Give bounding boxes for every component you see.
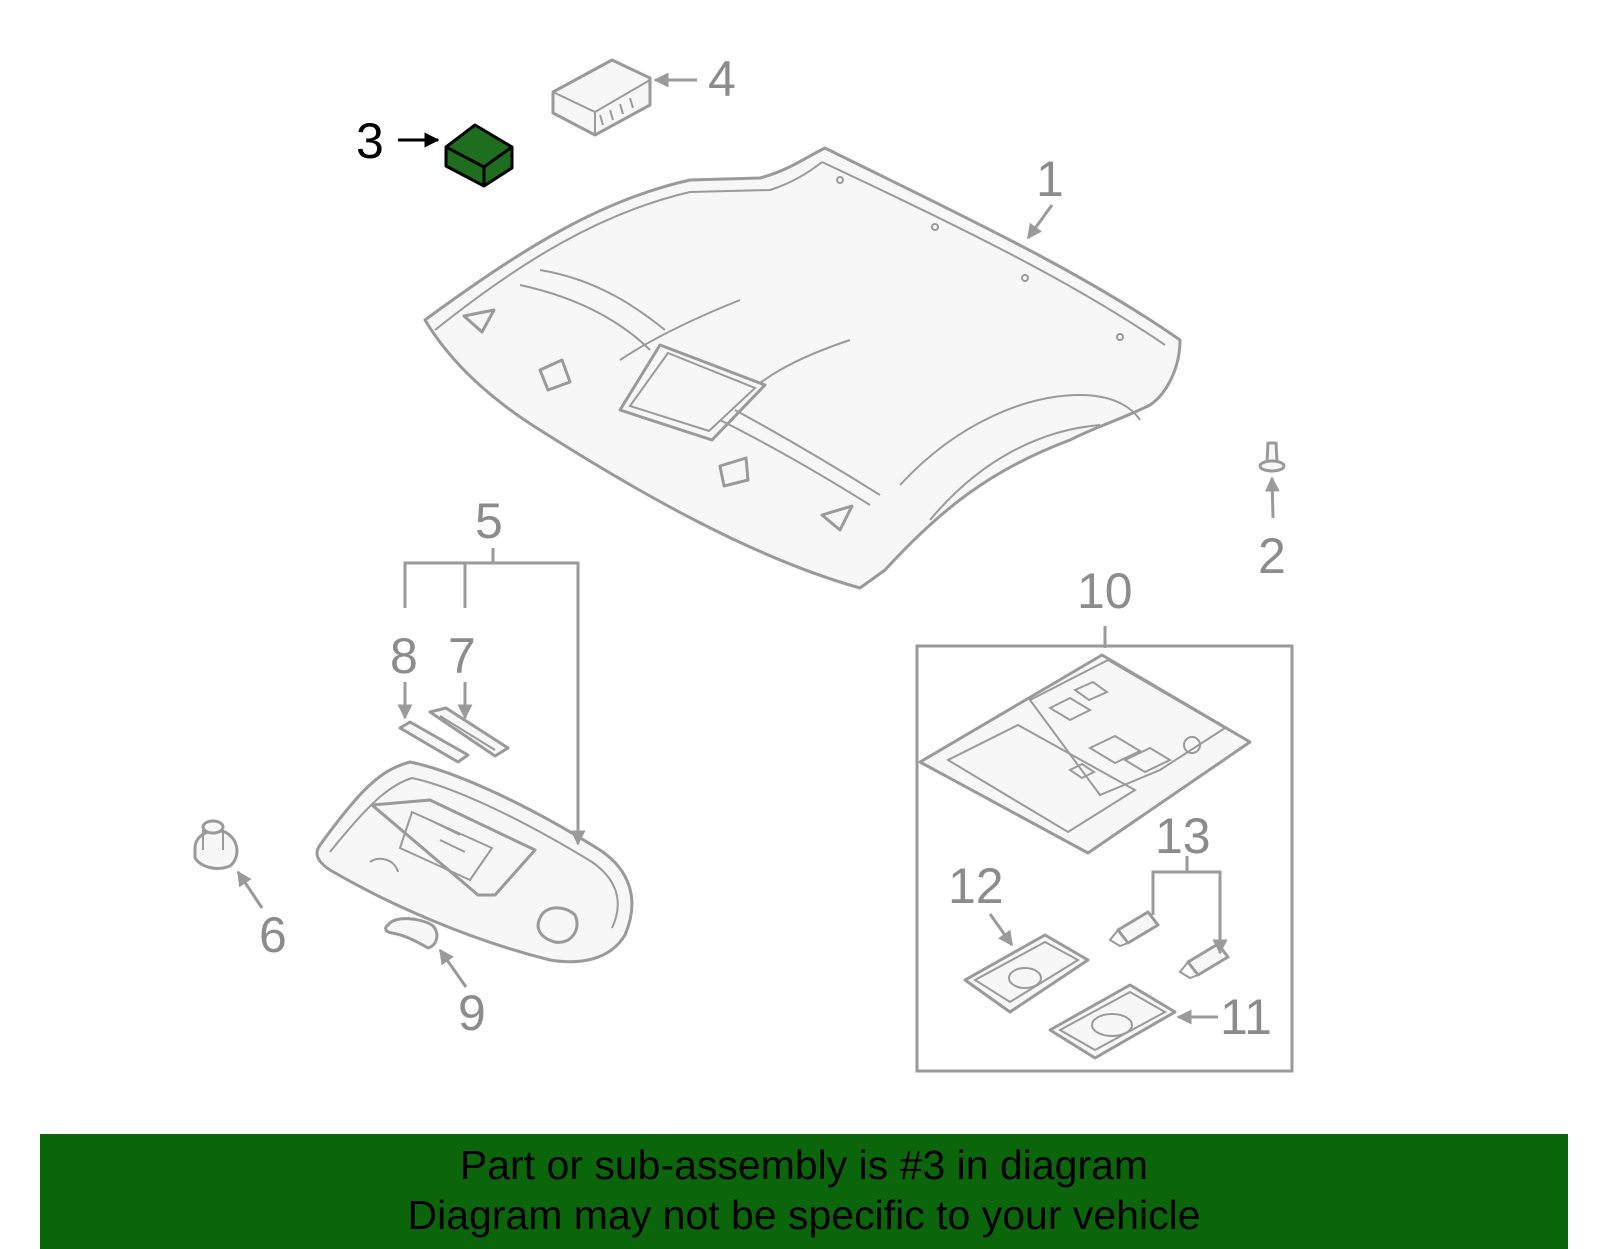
lamp-lens-part-12 <box>963 933 1090 1014</box>
clip-part <box>1258 441 1286 473</box>
pad-part-4 <box>551 58 652 137</box>
info-banner: Part or sub-assembly is #3 in diagram Di… <box>40 1134 1568 1249</box>
banner-line-1: Part or sub-assembly is #3 in diagram <box>459 1142 1149 1188</box>
callout-10: 10 <box>1077 563 1133 619</box>
strip-part-7 <box>428 706 510 758</box>
headliner-part <box>423 146 1182 590</box>
callout-8: 8 <box>390 628 418 684</box>
callout-5: 5 <box>475 493 503 549</box>
callout-6: 6 <box>259 907 287 963</box>
callout-3: 3 <box>356 113 384 169</box>
sun-visor-part <box>315 760 634 964</box>
callout-7: 7 <box>448 628 476 684</box>
callout-12: 12 <box>948 858 1004 914</box>
parts-diagram: 1 2 3 4 5 6 7 8 9 10 11 12 13 <box>193 51 1294 1073</box>
callout-1: 1 <box>1036 151 1064 207</box>
callout-4: 4 <box>708 51 736 107</box>
leader-lines <box>236 72 1280 1025</box>
highlighted-pad-part-3 <box>444 123 514 188</box>
bulb-part-13a <box>1108 910 1160 948</box>
banner-line-2: Diagram may not be specific to your vehi… <box>407 1192 1201 1238</box>
callout-9: 9 <box>458 985 486 1041</box>
visor-holder-part <box>193 819 239 870</box>
visor-clip-part <box>384 917 439 950</box>
callout-13: 13 <box>1155 808 1211 864</box>
lamp-lens-part-11 <box>1048 983 1177 1060</box>
callout-11: 11 <box>1220 989 1272 1045</box>
callout-2: 2 <box>1258 528 1286 584</box>
strip-part-8 <box>398 720 470 764</box>
